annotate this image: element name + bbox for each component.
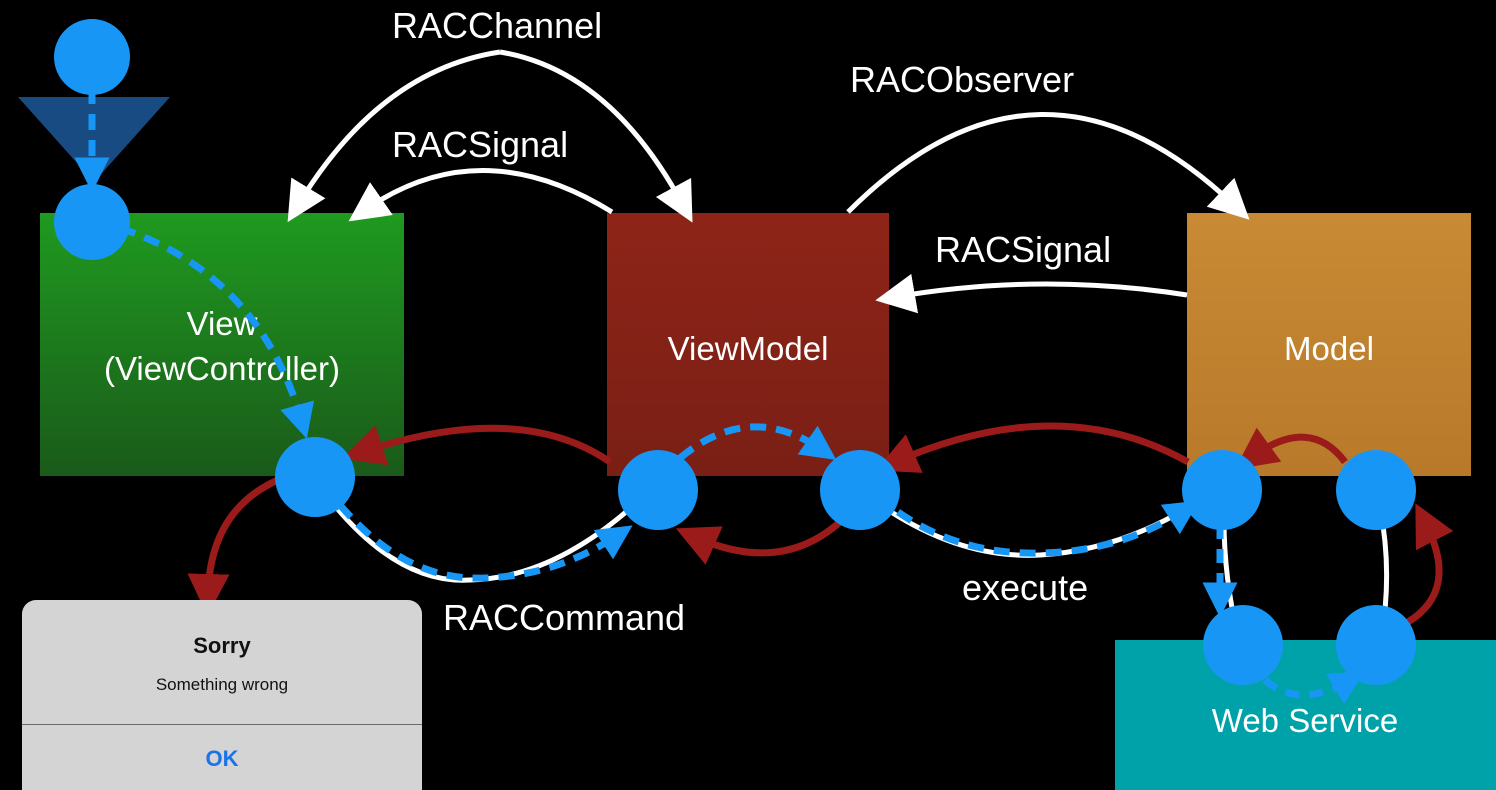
- label-racsignal-model: RACSignal: [935, 229, 1111, 270]
- event-dot-view-bottom: [275, 437, 355, 517]
- event-dot-input: [54, 19, 130, 95]
- viewmodel-title: ViewModel: [668, 330, 829, 367]
- model-title: Model: [1284, 330, 1374, 367]
- result-arrow-vm-to-view: [342, 424, 612, 466]
- event-path-vm-inner: [677, 423, 837, 461]
- label-racchannel: RACChannel: [392, 5, 602, 46]
- result-arrow-model-to-vm: [875, 422, 1190, 473]
- model-box: Model: [1187, 213, 1471, 476]
- arrow-racchannel-to-viewmodel: [499, 49, 693, 223]
- error-alert-dialog: Sorry Something wrong OK: [22, 600, 422, 790]
- web-service-title: Web Service: [1212, 702, 1398, 739]
- execute-curve: [858, 487, 1217, 558]
- input-funnel-icon: [18, 97, 170, 182]
- web-service-box: Web Service: [1115, 640, 1496, 790]
- arrow-racsignal-model-to-viewmodel: [875, 273, 1188, 314]
- event-path-webservice-inner: [1262, 671, 1366, 705]
- result-arrow-vm-inner: [675, 519, 843, 565]
- view-title: View: [187, 305, 258, 342]
- event-dot-webservice-left: [1203, 605, 1283, 685]
- view-subtitle: (ViewController): [104, 350, 340, 387]
- arrow-racchannel-to-view: [287, 49, 501, 223]
- arrow-racsignal-to-view: [348, 168, 614, 222]
- event-dot-vm-left: [618, 450, 698, 530]
- alert-message: Something wrong: [155, 675, 289, 694]
- result-arrow-webservice-up: [1406, 503, 1454, 625]
- label-execute: execute: [962, 567, 1088, 608]
- event-dot-model-right: [1336, 450, 1416, 530]
- event-path-racommand: [337, 502, 633, 582]
- event-dot-model-left: [1182, 450, 1262, 530]
- viewmodel-box: ViewModel: [607, 213, 889, 476]
- result-arrow-model-inner: [1234, 427, 1348, 470]
- alert-title: Sorry: [193, 633, 251, 658]
- label-racsignal-top: RACSignal: [392, 124, 568, 165]
- label-raccommand: RACCommand: [443, 597, 685, 638]
- arrow-racobserver-to-model: [846, 112, 1250, 220]
- event-path-view: [118, 224, 315, 439]
- event-dot-vm-right: [820, 450, 900, 530]
- error-arrow-view-to-alert: [187, 476, 280, 616]
- event-dot-webservice-right: [1336, 605, 1416, 685]
- event-dot-view-top: [54, 184, 130, 260]
- alert-ok-button[interactable]: OK: [205, 746, 239, 771]
- label-racobserver: RACObserver: [850, 59, 1074, 100]
- alert-divider: [22, 724, 422, 725]
